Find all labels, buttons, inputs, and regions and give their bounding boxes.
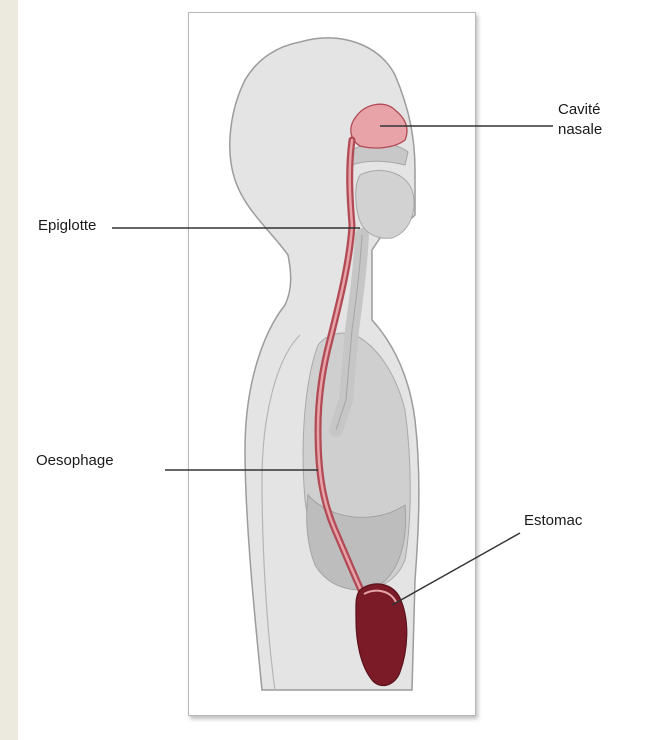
label-cavite-line1: Cavité	[558, 100, 602, 120]
label-epiglotte: Epiglotte	[38, 216, 96, 236]
label-estomac: Estomac	[524, 511, 582, 531]
label-cavite-nasale: Cavité nasale	[558, 100, 602, 140]
oral-cavity	[356, 170, 414, 238]
label-oesophage: Oesophage	[36, 451, 114, 471]
label-cavite-line2: nasale	[558, 120, 602, 140]
